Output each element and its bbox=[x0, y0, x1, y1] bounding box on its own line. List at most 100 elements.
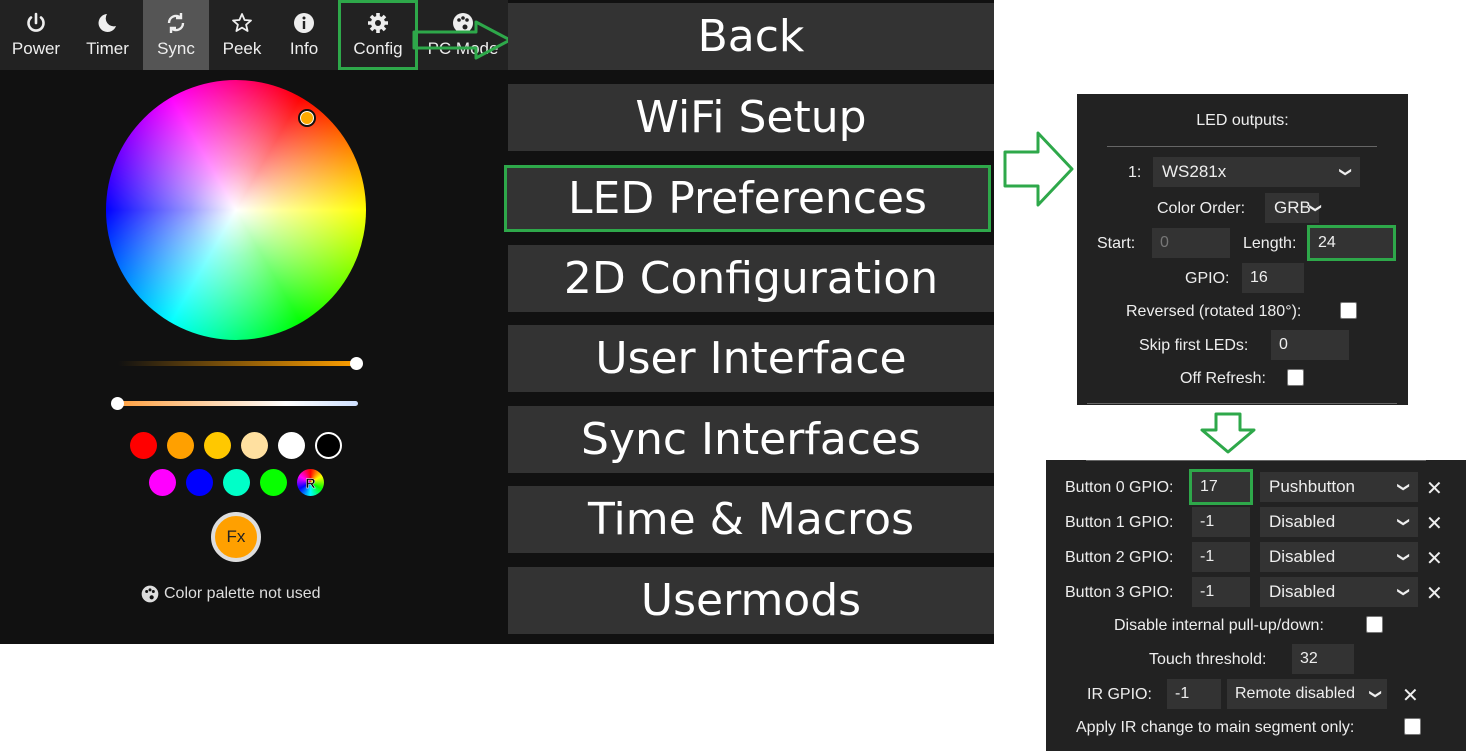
color-wheel-handle[interactable] bbox=[298, 109, 316, 127]
color-wheel[interactable] bbox=[106, 80, 366, 340]
button-0-mode-select[interactable]: Pushbutton❯ bbox=[1260, 472, 1418, 502]
tab-peek[interactable]: Peek bbox=[209, 0, 275, 70]
ir-remote-value: Remote disabled bbox=[1235, 685, 1356, 702]
tab-power[interactable]: Power bbox=[0, 0, 72, 70]
disable-pullup-checkbox[interactable] bbox=[1366, 616, 1383, 633]
effects-button[interactable]: Fx bbox=[211, 512, 261, 562]
button-1-gpio-label: Button 1 GPIO: bbox=[1065, 514, 1174, 531]
skip-first-leds-input[interactable]: 0 bbox=[1271, 330, 1349, 360]
tab-label: Peek bbox=[222, 39, 262, 58]
chevron-down-icon: ❯ bbox=[1308, 202, 1323, 214]
ir-gpio-label: IR GPIO: bbox=[1087, 686, 1152, 703]
menu-item-label: Usermods bbox=[640, 575, 862, 626]
tab-timer[interactable]: Timer bbox=[72, 0, 143, 70]
swatch-white[interactable] bbox=[278, 432, 305, 459]
tab-label: Info bbox=[289, 39, 319, 58]
swatch-warm-white[interactable] bbox=[241, 432, 268, 459]
divider bbox=[1107, 146, 1377, 147]
menu-item-usermods[interactable]: Usermods bbox=[508, 567, 994, 634]
palette-status-text: Color palette not used bbox=[164, 585, 321, 602]
brightness-slider[interactable] bbox=[118, 361, 358, 366]
swatch-blue[interactable] bbox=[186, 469, 213, 496]
skip-first-leds-label: Skip first LEDs: bbox=[1139, 337, 1249, 354]
reversed-checkbox[interactable] bbox=[1340, 302, 1357, 319]
random-label: R bbox=[305, 474, 316, 491]
menu-item-label: WiFi Setup bbox=[635, 92, 867, 143]
led-outputs-title: LED outputs: bbox=[1196, 112, 1289, 129]
button-2-gpio-input[interactable]: -1 bbox=[1192, 542, 1250, 572]
button-0-gpio-label: Button 0 GPIO: bbox=[1065, 479, 1174, 496]
swatch-random[interactable]: R bbox=[297, 469, 324, 496]
button-3-gpio-input[interactable]: -1 bbox=[1192, 577, 1250, 607]
tab-info[interactable]: Info bbox=[275, 0, 333, 70]
button-3-gpio-label: Button 3 GPIO: bbox=[1065, 584, 1174, 601]
menu-item-wifi-setup[interactable]: WiFi Setup bbox=[508, 84, 994, 151]
remove-button-1[interactable]: ✕ bbox=[1426, 513, 1443, 535]
menu-item-2d-configuration[interactable]: 2D Configuration bbox=[508, 245, 994, 312]
brightness-slider-handle[interactable] bbox=[350, 357, 363, 370]
remove-button-0[interactable]: ✕ bbox=[1426, 478, 1443, 500]
chevron-down-icon: ❯ bbox=[1396, 551, 1411, 563]
chevron-down-icon: ❯ bbox=[1368, 688, 1383, 700]
gpio-label: GPIO: bbox=[1185, 270, 1230, 287]
length-label: Length: bbox=[1243, 235, 1297, 252]
arrow-down-icon bbox=[1200, 412, 1256, 454]
quick-color-row-1 bbox=[130, 432, 342, 459]
quick-color-row-2: R bbox=[149, 469, 324, 496]
led-type-select[interactable]: WS281x❯ bbox=[1153, 157, 1360, 187]
length-input[interactable]: 24 bbox=[1307, 225, 1396, 261]
chevron-down-icon: ❯ bbox=[1396, 586, 1411, 598]
arrow-right-icon bbox=[412, 20, 512, 60]
tab-config[interactable]: Config bbox=[338, 0, 418, 70]
tab-sync[interactable]: Sync bbox=[143, 0, 209, 70]
button-2-mode-select[interactable]: Disabled❯ bbox=[1260, 542, 1418, 572]
palette-icon bbox=[141, 585, 159, 603]
disable-pullup-label: Disable internal pull-up/down: bbox=[1114, 617, 1324, 634]
swatch-turquoise[interactable] bbox=[223, 469, 250, 496]
button-mode-value: Disabled bbox=[1269, 582, 1336, 601]
swatch-magenta[interactable] bbox=[149, 469, 176, 496]
ir-gpio-input[interactable]: -1 bbox=[1167, 679, 1221, 709]
remove-ir-button[interactable]: ✕ bbox=[1402, 685, 1419, 707]
menu-item-label: Time & Macros bbox=[587, 494, 915, 545]
color-order-select[interactable]: GRB❯ bbox=[1265, 193, 1323, 223]
divider bbox=[1087, 403, 1397, 404]
button-mode-value: Pushbutton bbox=[1269, 477, 1356, 496]
swatch-red[interactable] bbox=[130, 432, 157, 459]
apply-ir-main-segment-checkbox[interactable] bbox=[1404, 718, 1421, 735]
menu-item-time-macros[interactable]: Time & Macros bbox=[508, 486, 994, 553]
touch-threshold-input[interactable]: 32 bbox=[1292, 644, 1354, 674]
button-1-gpio-input[interactable]: -1 bbox=[1192, 507, 1250, 537]
menu-item-label: Back bbox=[697, 11, 805, 62]
power-icon bbox=[27, 12, 45, 32]
swatch-yellow[interactable] bbox=[204, 432, 231, 459]
off-refresh-checkbox[interactable] bbox=[1287, 369, 1304, 386]
menu-item-sync-interfaces[interactable]: Sync Interfaces bbox=[508, 406, 994, 473]
sync-icon bbox=[167, 13, 185, 33]
color-order-label: Color Order: bbox=[1157, 200, 1246, 217]
gpio-input[interactable]: 16 bbox=[1242, 263, 1304, 293]
button-1-mode-select[interactable]: Disabled❯ bbox=[1260, 507, 1418, 537]
remove-button-2[interactable]: ✕ bbox=[1426, 548, 1443, 570]
info-icon bbox=[294, 13, 314, 33]
led-outputs-panel: LED outputs: 1: WS281x❯ Color Order: GRB… bbox=[1077, 94, 1408, 405]
menu-item-user-interface[interactable]: User Interface bbox=[508, 325, 994, 392]
menu-item-label: LED Preferences bbox=[568, 173, 927, 224]
ir-remote-select[interactable]: Remote disabled ❯ bbox=[1227, 679, 1387, 709]
remove-button-3[interactable]: ✕ bbox=[1426, 583, 1443, 605]
white-balance-slider-handle[interactable] bbox=[111, 397, 124, 410]
swatch-orange[interactable] bbox=[167, 432, 194, 459]
menu-item-back[interactable]: Back bbox=[508, 3, 994, 70]
color-order-value: GRB bbox=[1274, 198, 1311, 217]
white-balance-slider[interactable] bbox=[118, 401, 358, 406]
button-3-mode-select[interactable]: Disabled ❯ bbox=[1260, 577, 1418, 607]
swatch-black[interactable] bbox=[315, 432, 342, 459]
moon-icon bbox=[98, 14, 116, 32]
menu-item-led-preferences[interactable]: LED Preferences bbox=[504, 165, 991, 232]
button-0-gpio-input[interactable]: 17 bbox=[1189, 469, 1253, 505]
swatch-green[interactable] bbox=[260, 469, 287, 496]
reversed-label: Reversed (rotated 180°): bbox=[1126, 303, 1302, 320]
button-mode-value: Disabled bbox=[1269, 512, 1336, 531]
palette-status: Color palette not used bbox=[140, 584, 360, 604]
start-input[interactable]: 0 bbox=[1152, 228, 1230, 258]
